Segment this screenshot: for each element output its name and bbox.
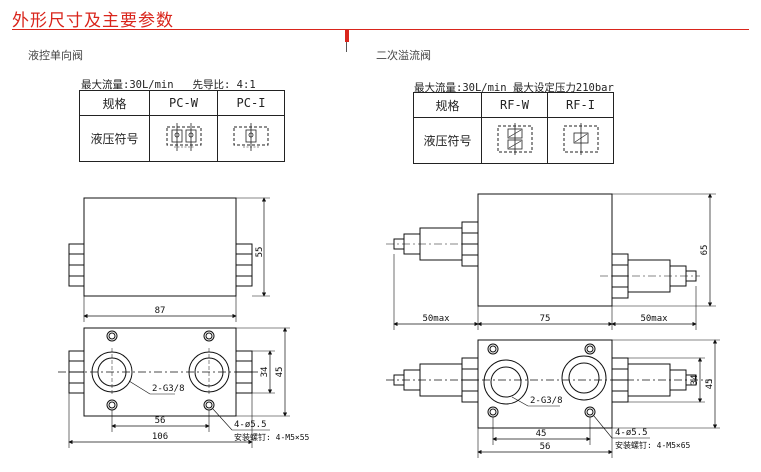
right-dim-right-len: 50max <box>640 314 668 324</box>
right-table-model-i: RF-I <box>547 92 614 118</box>
right-dim-left-len: 50max <box>422 314 450 324</box>
check-valve-single-symbol-icon <box>233 123 269 151</box>
left-holes-label: 4-ø5.5 <box>234 420 267 430</box>
left-table-symbol-label: 液压符号 <box>79 115 150 162</box>
relief-valve-single-symbol-icon <box>563 123 598 155</box>
left-dim-hole-spacing: 56 <box>155 416 166 426</box>
left-screws-label: 安装螺钉: 4-M5×55 <box>234 432 310 442</box>
right-dim-total-length: 56 <box>540 442 551 452</box>
left-dim-total-length: 106 <box>152 432 168 442</box>
check-valve-double-symbol-icon <box>166 123 201 151</box>
right-dim-hole-spacing: 45 <box>536 429 547 439</box>
right-symbol-w <box>481 117 548 164</box>
left-dim-width2: 45 <box>275 367 285 378</box>
right-param-table: 规格 RF-W RF-I 液压符号 <box>413 92 614 164</box>
left-spec-line: 最大流量:30L/min 先导比: 4:1 <box>81 79 256 91</box>
left-port-label: 2-G3/8 <box>152 384 185 394</box>
left-product-name: 液控单向阀 <box>28 49 83 62</box>
divider-stem <box>346 42 347 52</box>
right-dim-width1: 34 <box>690 375 700 386</box>
left-dim-height: 55 <box>255 247 265 258</box>
left-param-table: 规格 PC-W PC-I 液压符号 <box>79 90 285 162</box>
right-symbol-i <box>547 117 614 164</box>
right-side-view-body <box>477 193 613 307</box>
title-divider <box>12 29 749 30</box>
right-port-label: 2-G3/8 <box>530 396 563 406</box>
right-dim-height: 65 <box>700 245 710 256</box>
right-dim-width2: 45 <box>705 379 715 390</box>
right-product-name: 二次溢流阀 <box>376 49 431 62</box>
left-table-spec-label: 规格 <box>79 90 150 116</box>
left-symbol-i <box>217 115 285 162</box>
section-title: 外形尺寸及主要参数 <box>12 11 174 31</box>
right-screws-label: 安装螺钉: 4-M5×65 <box>615 440 691 450</box>
right-spec-line: 最大流量:30L/min 最大设定压力210bar <box>414 82 614 94</box>
right-holes-label: 4-ø5.5 <box>615 428 648 438</box>
left-table-model-i: PC-I <box>217 90 285 116</box>
right-dim-mid-len: 75 <box>540 314 551 324</box>
left-dim-length: 87 <box>155 306 166 316</box>
right-table-symbol-label: 液压符号 <box>413 117 482 164</box>
left-dim-width1: 34 <box>260 367 270 378</box>
relief-valve-double-symbol-icon <box>497 123 532 155</box>
left-table-model-w: PC-W <box>149 90 218 116</box>
left-side-view-body <box>83 197 237 297</box>
divider-marker <box>345 30 349 42</box>
right-table-model-w: RF-W <box>481 92 548 118</box>
